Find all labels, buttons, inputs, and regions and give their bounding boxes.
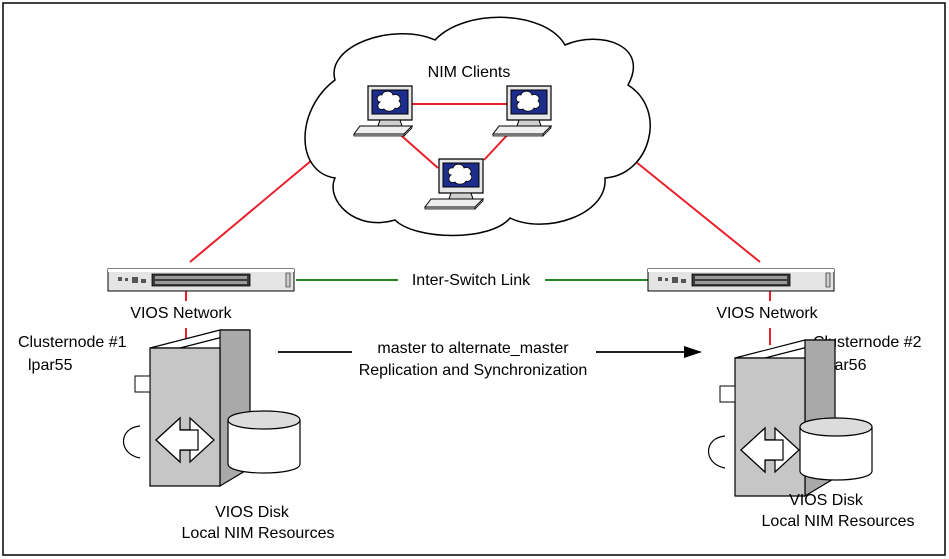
replication-line-2: Replication and Synchronization (359, 362, 588, 379)
clusternode-2-name: Clusternode #2 (813, 334, 922, 351)
clusternode-2-resources-label: Local NIM Resources (762, 513, 915, 530)
clusternode-1-disk-icon (227, 410, 301, 474)
replication-label-bg (352, 336, 596, 378)
inter-switch-link-label: Inter-Switch Link (412, 272, 531, 289)
link-cloud-left-switch (189, 154, 319, 263)
clusternode-1-name: Clusternode #1 (18, 334, 127, 351)
clusternode-1-resources-label: Local NIM Resources (182, 525, 335, 542)
clusternode-2-disk-icon (799, 417, 873, 481)
right-switch-icon (647, 268, 835, 292)
inter-switch-link-label-bg (398, 268, 545, 290)
replication-line-1: master to alternate_master (377, 340, 569, 357)
clusternode-2-disk-label: VIOS Disk (789, 492, 864, 509)
clusternode-1-disk-label: VIOS Disk (215, 504, 290, 521)
nim-clients-cloud (304, 16, 651, 237)
link-cloud-right-switch (614, 144, 761, 263)
left-vios-network-label: VIOS Network (130, 305, 232, 322)
left-switch-icon (107, 268, 295, 292)
clusternode-1-lpar: lpar55 (28, 357, 73, 374)
right-vios-network-label: VIOS Network (716, 305, 818, 322)
nim-clients-label: NIM Clients (428, 64, 511, 81)
